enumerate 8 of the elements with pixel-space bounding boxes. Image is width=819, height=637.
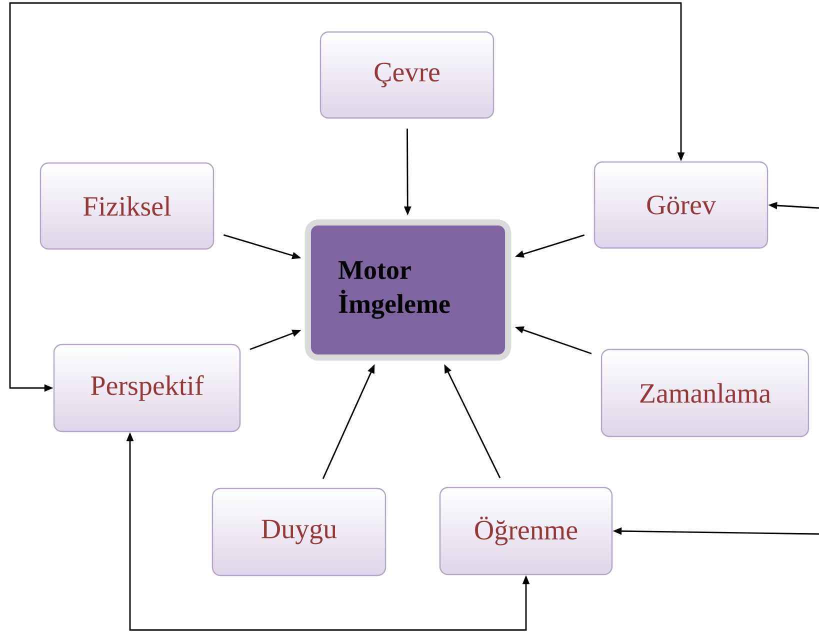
central-box: Motor İmgeleme <box>305 220 511 360</box>
process-box: Çevre <box>320 31 494 119</box>
process-box: Duygu <box>212 488 386 576</box>
process-box: Zamanlama <box>600 348 810 438</box>
process-box: Perspektif <box>53 344 241 432</box>
process-box: Fiziksel <box>40 162 214 250</box>
process-box: Görev <box>594 161 768 249</box>
process-box: Öğrenme <box>439 486 613 576</box>
